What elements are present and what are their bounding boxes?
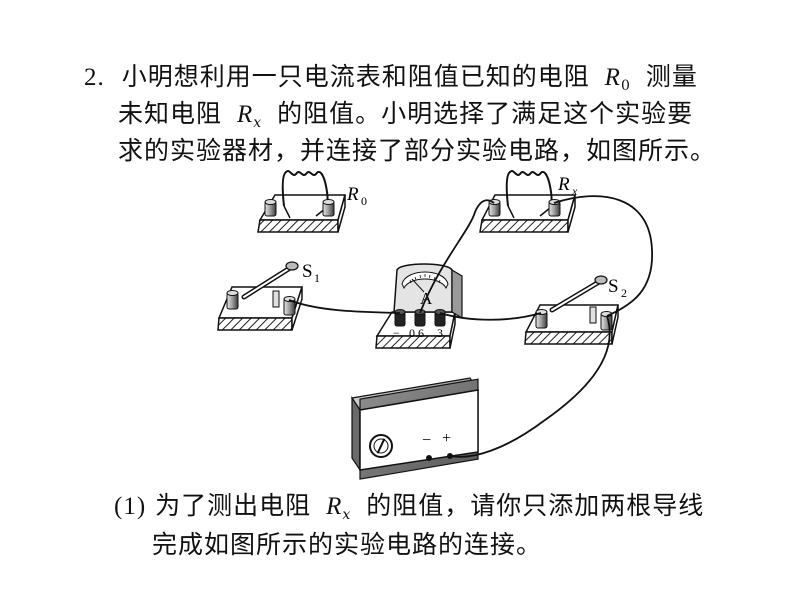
wire-ammeter-to-rx	[419, 199, 495, 314]
ammeter-body-side	[451, 268, 463, 320]
subquestion-line-1-text-a: 为了测出电阻	[155, 491, 312, 520]
wire-s1-to-ammeter	[288, 299, 401, 314]
r0-coil	[281, 170, 329, 209]
subquestion-line-1: (1) 为了测出电阻 Rx 的阻值，请你只添加两根导线	[114, 491, 705, 522]
ammeter-terminal-minus	[394, 309, 406, 327]
s2-label: S	[608, 276, 619, 297]
ammeter-scale-ticks	[409, 274, 441, 284]
s1-board-side	[291, 286, 303, 331]
r0-board-side	[337, 194, 346, 233]
subquestion-line-2: 完成如图所示的实验电路的连接。	[152, 532, 542, 557]
rx-subscript: x	[253, 115, 263, 131]
question-line-2-text-a: 未知电阻	[118, 99, 223, 128]
supply-minus-label: −	[422, 432, 431, 449]
question-line-1-text-a: 小明想利用一只电流表和阻值已知的电阻	[121, 62, 590, 91]
rx-coil	[505, 170, 553, 209]
s1-label: S	[302, 261, 313, 282]
s2-terminal-left	[535, 309, 548, 329]
question-line-3: 求的实验器材，并连接了部分实验电路，如图所示。	[118, 138, 716, 163]
subquestion-line-2-text: 完成如图所示的实验电路的连接。	[152, 530, 543, 559]
ammeter-minus-label: −	[393, 326, 400, 340]
s1-terminal-right	[283, 296, 296, 316]
question-line-1: 2. 小明想利用一只电流表和阻值已知的电阻 R0 测量	[84, 62, 698, 93]
r0-terminal-left	[264, 199, 277, 217]
supply-terminal-minus	[426, 455, 432, 461]
r0-board-front	[257, 219, 339, 233]
rx-label-sub: x	[571, 184, 578, 198]
s2-board-side	[611, 304, 619, 345]
r0-label-sub: 0	[361, 194, 367, 208]
ammeter: A − 0.6 3	[375, 263, 463, 349]
resistor-r0: R 0	[257, 170, 367, 233]
ammeter-base-side	[449, 311, 456, 349]
r0-subscript: 0	[620, 78, 631, 94]
r0-symbol: R	[604, 64, 621, 91]
wire-rx-to-s2	[553, 195, 653, 317]
ammeter-needle	[411, 278, 425, 293]
s2-board-front	[524, 331, 613, 345]
supply-plus-label: +	[442, 430, 451, 447]
subquestion-rx-subscript: x	[342, 507, 352, 523]
question-line-1-text-b: 测量	[645, 62, 698, 91]
rx-board-side	[567, 194, 576, 233]
s2-label-sub: 2	[621, 286, 627, 300]
wires	[288, 195, 653, 458]
s1-blade	[241, 261, 299, 300]
s2-blade	[549, 275, 608, 313]
s1-label-sub: 1	[314, 271, 320, 285]
supply-side	[351, 396, 361, 472]
switch-s2: S 2	[524, 275, 627, 345]
subquestion-number: (1)	[114, 493, 147, 520]
subquestion-rx-symbol: R	[326, 493, 343, 520]
question-line-2: 未知电阻 Rx 的阻值。小明选择了满足这个实验要	[118, 99, 694, 130]
r0-terminal-right	[322, 199, 335, 217]
question-number: 2.	[84, 64, 105, 91]
wire-ammeter-to-s2	[439, 312, 542, 321]
s1-board-front	[217, 317, 293, 331]
ammeter-06-label: 0.6	[409, 326, 424, 340]
s1-terminal-left	[226, 290, 239, 310]
rx-symbol: R	[236, 101, 254, 128]
wire-s2-to-supply	[449, 315, 611, 458]
rx-board-front	[479, 219, 569, 233]
ammeter-3-label: 3	[437, 326, 443, 340]
rx-label: R	[557, 174, 570, 195]
power-supply: − +	[350, 377, 480, 480]
subquestion-line-1-text-b: 的阻值，请你只添加两根导线	[366, 491, 705, 520]
question-line-2-text-b: 的阻值。小明选择了满足这个实验要	[277, 99, 694, 128]
question-line-3-text: 求的实验器材，并连接了部分实验电路，如图所示。	[118, 136, 717, 165]
switch-s1: S 1	[217, 261, 320, 331]
supply-knob	[369, 434, 393, 458]
r0-label: R	[346, 184, 359, 205]
ammeter-terminal-3	[434, 309, 446, 327]
resistor-rx: R x	[479, 170, 578, 233]
s2-contact	[589, 306, 597, 324]
rx-terminal-left	[488, 199, 501, 217]
s1-contact	[272, 290, 280, 308]
